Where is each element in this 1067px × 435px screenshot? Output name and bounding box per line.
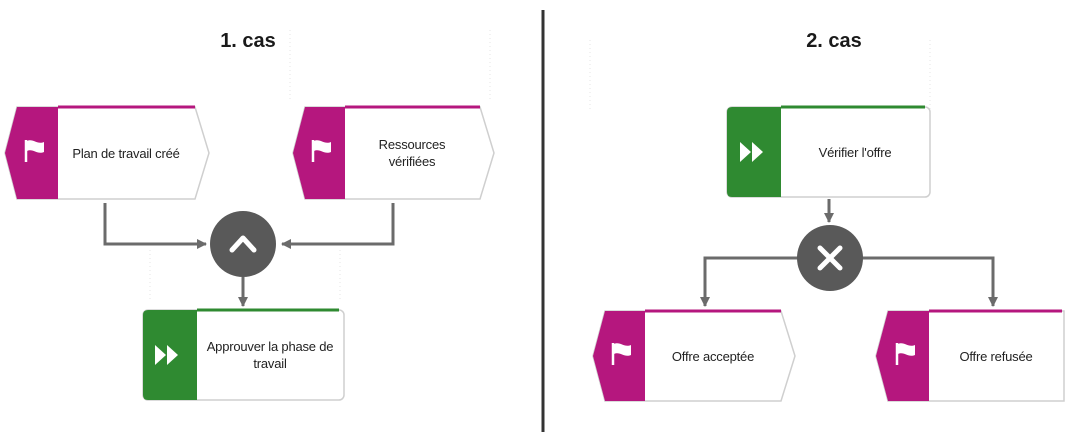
event-plan-de-travail-cree[interactable] [4,105,210,200]
event-offre-acceptee[interactable] [592,309,796,402]
event-refusee-label: Offre refusée [959,348,1033,364]
event-plan-label: Plan de travail créé [72,145,180,161]
fast-forward-icon [740,142,763,162]
function-verifier-label: Vérifier l'offre [818,144,892,160]
case-2-title: 2. cas [806,30,862,52]
xor-icon [817,245,843,271]
flag-icon [311,140,331,162]
and-operator[interactable] [210,211,276,277]
event-ressources-label: Ressources vérifiées [378,137,446,169]
connector-xor-to-refusee [862,256,998,307]
layout-guides [149,30,931,300]
and-icon [229,235,257,253]
event-offre-refusee[interactable] [875,309,1065,402]
fast-forward-icon [155,345,178,365]
function-verifier-offre[interactable] [726,105,931,198]
connector-xor-to-acceptee [700,256,798,307]
xor-operator[interactable] [797,225,863,291]
event-acceptee-label: Offre acceptée [671,348,755,364]
flag-icon [611,343,631,365]
function-approuver-label: Approuver la phase de travail [206,339,334,371]
connector-plan-to-and [103,203,207,249]
flag-icon [24,140,44,162]
flag-icon [895,343,915,365]
connector-ressources-to-and [281,203,395,249]
function-approuver-phase[interactable] [142,308,345,401]
event-ressources-verifiees[interactable] [292,105,495,200]
case-1-title: 1. cas [220,30,276,52]
